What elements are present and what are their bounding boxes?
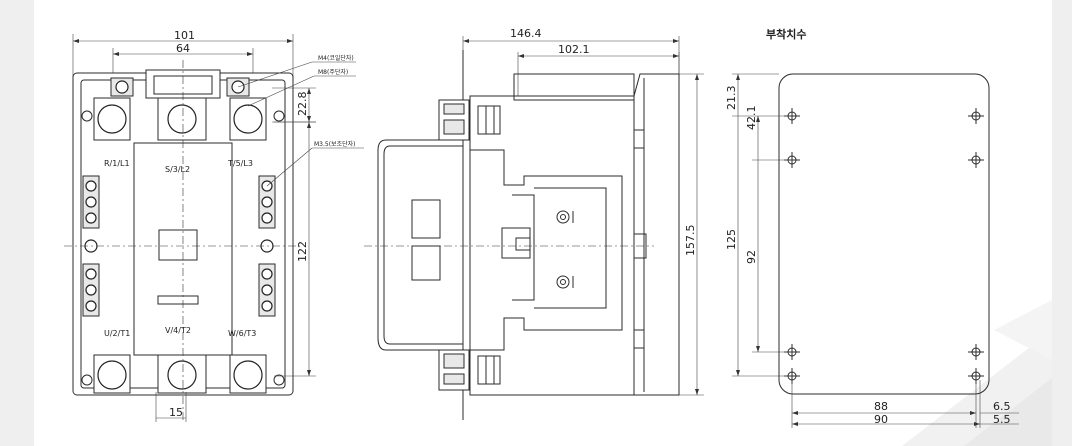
dim-height-outer: 125 [725,229,738,250]
dim-width-90: 90 [874,413,888,426]
callout-m8-main: M8(주단자) [318,68,348,76]
side-coil-housing [377,139,464,351]
mounting-title: 부착치수 [766,27,806,41]
dim-depth-outer: 146.4 [510,27,542,40]
callout-m4-coil: M4(코일단자) [318,54,354,62]
label-t-l3: T/5/L3 [227,159,253,168]
dim-height-side: 157.5 [684,225,697,257]
mount-hole-tr [968,108,984,124]
side-view: 146.4 102.1 [364,27,704,420]
dim-terminal-offset: 22.8 [296,92,309,117]
callout-m35-aux: M3.5(보조단자) [314,140,355,148]
front-view: 101 64 [64,29,364,422]
dim-top-offset: 21.3 [725,86,738,111]
dim-height-front: 122 [296,241,309,262]
dim-slot-65: 6.5 [993,400,1011,413]
mount-hole-mr [968,152,984,168]
label-s-l2: S/3/L2 [165,165,190,174]
terminal-screw-t [233,104,263,134]
terminal-screw-r [97,104,127,134]
dim-width-88: 88 [874,400,888,413]
mounting-view: 부착치수 [725,27,1019,428]
dim-width-outer: 101 [174,29,195,42]
drawing-card: 101 64 [34,0,1052,446]
mounting-plate [778,73,990,395]
label-r-l1: R/1/L1 [104,159,130,168]
label-v-t2: V/4/T2 [165,326,191,335]
dim-height-inner: 92 [745,250,758,264]
side-main-body [469,73,680,396]
dim-width-inner: 64 [176,42,190,55]
dim-depth-inner: 102.1 [558,43,590,56]
mount-hole-br [968,344,984,360]
background-decoration [902,300,1052,446]
dim-hole-offset: 42.1 [745,106,758,131]
terminal-screw-s [167,104,197,134]
technical-drawing: 101 64 [64,27,1052,446]
label-u-t1: U/2/T1 [104,329,130,338]
dim-slot-55: 5.5 [993,413,1011,426]
label-w-t3: W/6/T3 [228,329,256,338]
dim-terminal-width: 15 [169,406,183,419]
